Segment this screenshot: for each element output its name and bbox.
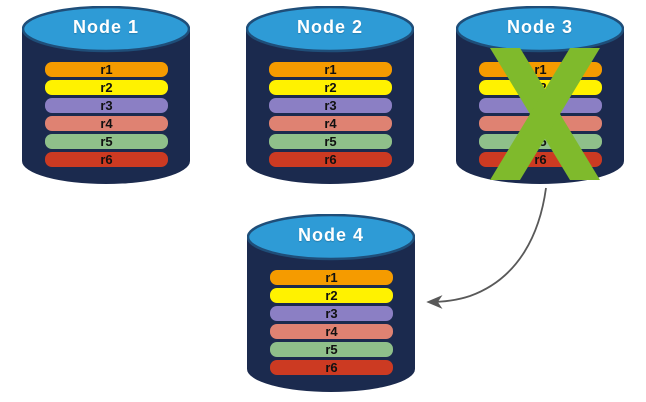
node-1-record-r3[interactable]: r3 xyxy=(45,98,168,113)
node-1-record-r1[interactable]: r1 xyxy=(45,62,168,77)
node-3-record-r3[interactable]: r3 xyxy=(479,98,602,113)
node-2-record-stack: r1 r2 r3 r4 r5 r6 xyxy=(269,62,392,167)
node-2-record-r6[interactable]: r6 xyxy=(269,152,392,167)
node-2-record-r3[interactable]: r3 xyxy=(269,98,392,113)
node-4-record-r2[interactable]: r2 xyxy=(270,288,393,303)
node-1-record-r5[interactable]: r5 xyxy=(45,134,168,149)
node-1-record-stack: r1 r2 r3 r4 r5 r6 xyxy=(45,62,168,167)
node-2-record-r2[interactable]: r2 xyxy=(269,80,392,95)
node-4-record-stack: r1 r2 r3 r4 r5 r6 xyxy=(270,270,393,375)
node-1-record-r2[interactable]: r2 xyxy=(45,80,168,95)
node-3-record-r4[interactable]: r4 xyxy=(479,116,602,131)
node-3-record-stack: r1 r2 r3 r4 r5 r6 xyxy=(479,62,602,167)
node-2-record-r4[interactable]: r4 xyxy=(269,116,392,131)
node-4-record-r5[interactable]: r5 xyxy=(270,342,393,357)
node-4-record-r6[interactable]: r6 xyxy=(270,360,393,375)
node-3-record-r2[interactable]: r2 xyxy=(479,80,602,95)
node-3-record-r5[interactable]: r5 xyxy=(479,134,602,149)
node-3-record-r1[interactable]: r1 xyxy=(479,62,602,77)
node-1-record-r6[interactable]: r6 xyxy=(45,152,168,167)
node-4-top-disk xyxy=(247,214,415,261)
node-2-record-r5[interactable]: r5 xyxy=(269,134,392,149)
node-3-record-r6[interactable]: r6 xyxy=(479,152,602,167)
node-4-record-r4[interactable]: r4 xyxy=(270,324,393,339)
node-4-record-r1[interactable]: r1 xyxy=(270,270,393,285)
node-3-top-disk xyxy=(456,6,624,53)
node-2-record-r1[interactable]: r1 xyxy=(269,62,392,77)
node-1-top-disk xyxy=(22,6,190,53)
node-4-record-r3[interactable]: r3 xyxy=(270,306,393,321)
node-1-record-r4[interactable]: r4 xyxy=(45,116,168,131)
node-2-top-disk xyxy=(246,6,414,53)
